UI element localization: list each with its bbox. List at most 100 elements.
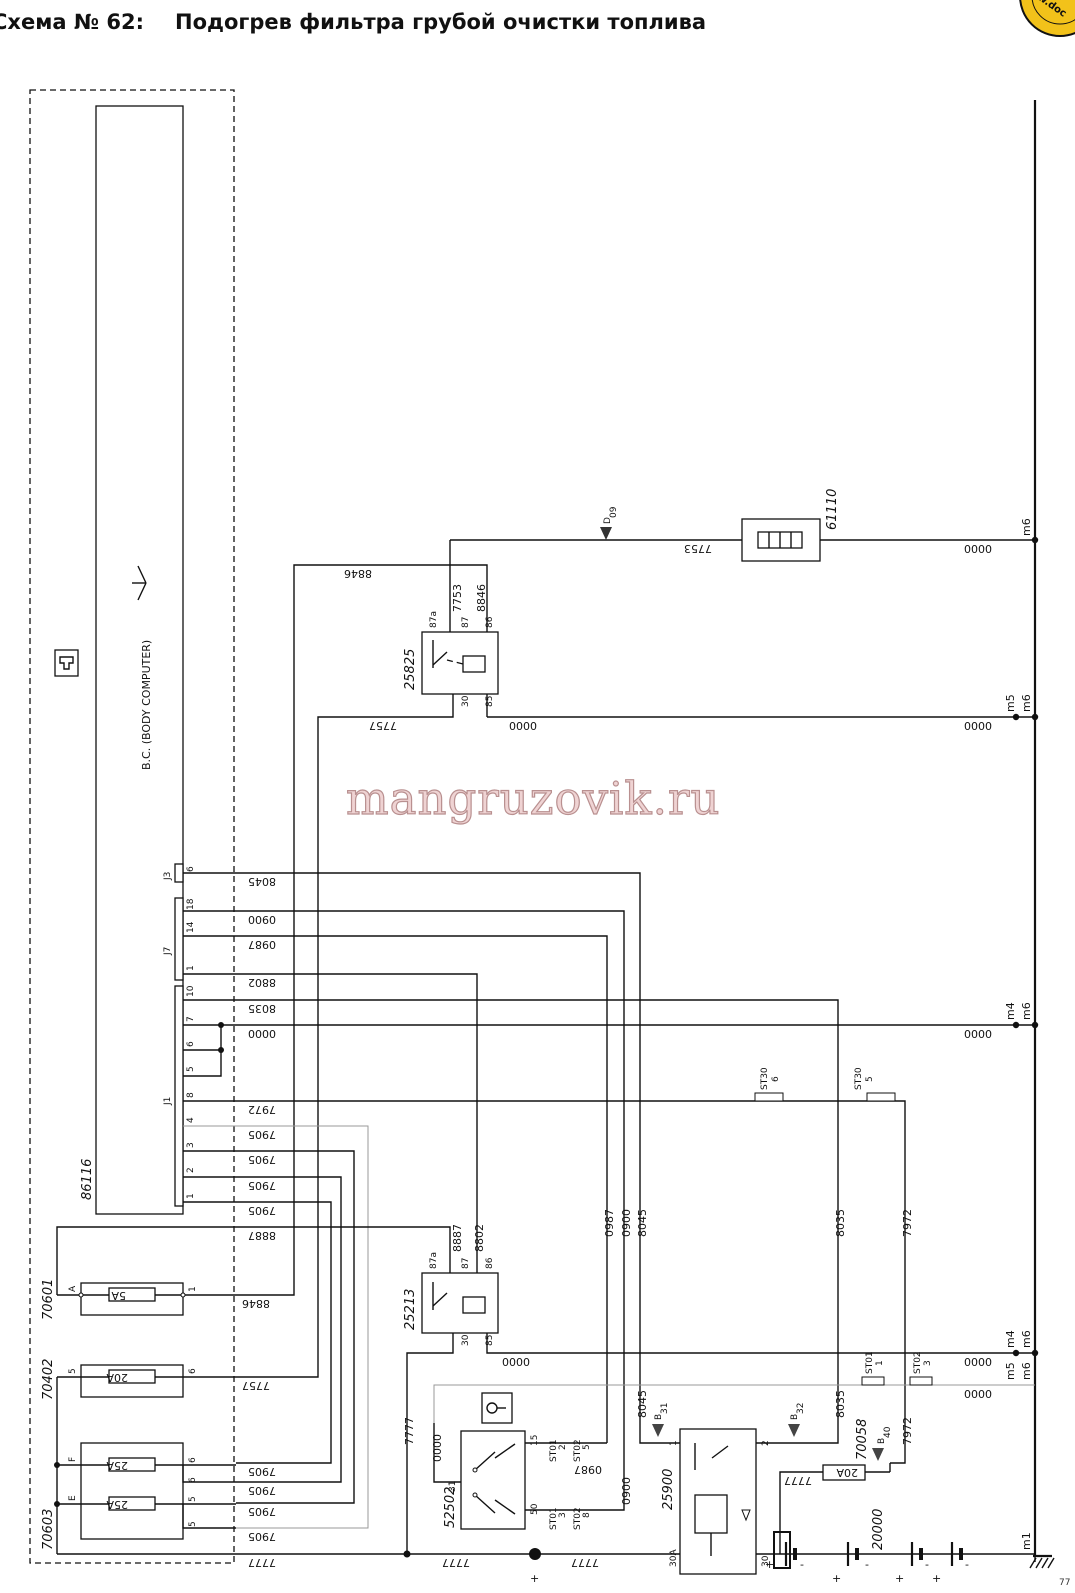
st02-label: ST02	[913, 1351, 923, 1374]
splice-b31: B	[654, 1414, 664, 1420]
st02-pin: 3	[923, 1360, 933, 1366]
splice-b31-sub: 31	[660, 1403, 670, 1414]
fuse-25a-rating-a: 25A	[106, 1459, 128, 1472]
label-8846-bottom: 8846	[242, 1297, 270, 1310]
ground-symbol-icon	[1029, 1554, 1055, 1569]
label-7905-f: 7905	[248, 1484, 276, 1497]
splice-b40: B	[877, 1438, 887, 1444]
sw-pin-50: 50	[530, 1503, 540, 1515]
wire-8045	[183, 872, 641, 1423]
r1-pin-87a: 87a	[429, 611, 439, 628]
body-computer-code: 86116	[80, 1159, 95, 1200]
doc-badge-icon: www.doc	[1019, 0, 1075, 37]
gnd-m5-b: m5	[1004, 1362, 1017, 1380]
label-7972: 7972	[248, 1103, 276, 1116]
wire-7972	[183, 1100, 906, 1464]
label-0987-sw: 0987	[574, 1463, 602, 1476]
pin-j1-3: 3	[186, 1142, 196, 1148]
gnd-m6-heater: m6	[1020, 518, 1033, 536]
bsw-pin-2: 2	[761, 1440, 771, 1446]
battery-20000-icon	[773, 1531, 963, 1569]
label-heater-0000: 0000	[964, 542, 992, 555]
gnd-m1: m1	[1020, 1532, 1033, 1550]
label-7777-b: 7777	[442, 1556, 470, 1569]
label-r1-0000: 0000	[509, 719, 537, 732]
fuse1-pin-a: A	[68, 1285, 78, 1292]
label-7905-b: 7905	[248, 1153, 276, 1166]
r2-pin-86: 86	[485, 1257, 495, 1269]
label-7777-a: 7777	[248, 1556, 276, 1569]
label-8846-relay: 8846	[475, 584, 488, 612]
pin-j1-7: 7	[186, 1016, 196, 1022]
label-7757-top: 7757	[369, 719, 397, 732]
label-7905-h: 7905	[248, 1530, 276, 1543]
r2-pin-30: 30	[461, 1334, 471, 1346]
wire-7905-a	[183, 1125, 369, 1529]
label-8035: 8035	[248, 1002, 276, 1015]
splice-d09: D	[603, 517, 613, 524]
wire-7905-c	[183, 1176, 342, 1483]
label-8045-bsw: 8045	[636, 1390, 649, 1418]
label-8045-v: 8045	[636, 1209, 649, 1237]
fuse-70058-rating: 20A	[836, 1466, 858, 1479]
bat-minus-2: -	[865, 1558, 869, 1571]
gnd-m6-b: m6	[1020, 1002, 1033, 1020]
st01-a-pin: 2	[558, 1444, 568, 1450]
r2-pin-87: 87	[461, 1258, 471, 1269]
pin-j1-8: 8	[186, 1092, 196, 1098]
label-7905-a: 7905	[248, 1128, 276, 1141]
label-j1-0000: 0000	[248, 1027, 276, 1040]
pin-j1-1: 1	[186, 1193, 196, 1199]
pin-j7-14: 14	[186, 921, 196, 933]
fuse-70603	[54, 1377, 236, 1554]
label-7905-d: 7905	[248, 1204, 276, 1217]
wire-switch-ground	[433, 1384, 1035, 1423]
label-7777-c: 7777	[571, 1556, 599, 1569]
connector-st30-5	[866, 1092, 896, 1102]
wire-8887	[56, 1226, 451, 1295]
wire-7757	[236, 694, 454, 1378]
j7-label: J7	[163, 947, 173, 956]
body-computer-block	[95, 105, 184, 1215]
label-7972-bsw: 7972	[901, 1417, 914, 1445]
battery-switch-code: 25900	[661, 1469, 676, 1510]
module-enclosure	[29, 89, 235, 1564]
gnd-m4-a: m4	[1004, 1002, 1017, 1020]
st01-b: ST01	[549, 1507, 559, 1530]
splice-d09-icon	[600, 527, 612, 540]
st30-b-pin: 5	[865, 1076, 875, 1082]
gnd-m6-a: m6	[1020, 694, 1033, 712]
r1-pin-87: 87	[461, 617, 471, 628]
bat-plus-4: +	[932, 1572, 941, 1585]
splice-d09-sub: 09	[609, 506, 619, 518]
ignition-key-icon	[481, 1392, 513, 1424]
fuse3-pin-5-b: 5	[188, 1521, 198, 1527]
connector-j7	[174, 897, 184, 981]
label-8887: 8887	[248, 1229, 276, 1242]
splice-b31-icon	[652, 1424, 664, 1437]
pin-j1-5: 5	[186, 1066, 196, 1072]
ignition-switch-code: 52502	[443, 1487, 458, 1528]
watermark: mangruzovik.ru	[345, 771, 721, 825]
label-switch-0000: 0000	[431, 1434, 444, 1462]
st01-b-pin: 3	[558, 1512, 568, 1518]
label-r1-0000-b: 0000	[964, 719, 992, 732]
scheme-title: Подогрев фильтра грубой очистки топлива	[175, 10, 707, 34]
bat-minus-4: -	[965, 1558, 969, 1571]
label-7777-v: 7777	[403, 1417, 416, 1445]
sw-pin-31: 31	[448, 1481, 458, 1492]
fuse-70603-code: 70603	[41, 1509, 56, 1550]
connector-j3	[174, 863, 184, 883]
fuse2-pin-5: 5	[68, 1368, 78, 1374]
label-7905-g: 7905	[248, 1505, 276, 1518]
connector-st02	[909, 1376, 933, 1386]
bat-plus-2: +	[832, 1572, 841, 1585]
bat-minus-3: -	[925, 1558, 929, 1571]
splice-b32-sub: 32	[796, 1403, 806, 1414]
label-7757-bottom: 7757	[242, 1379, 270, 1392]
st02-b-pin: 8	[582, 1512, 592, 1518]
pin-j1-6: 6	[186, 1041, 196, 1047]
fuse1-pin-1: 1	[188, 1286, 198, 1292]
connector-st01	[861, 1376, 885, 1386]
label-8846-top: 8846	[344, 567, 372, 580]
